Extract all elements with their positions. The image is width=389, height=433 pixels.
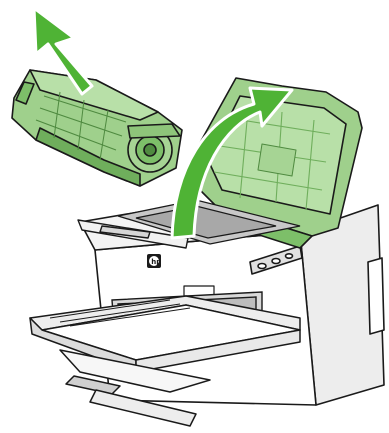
hp-logo-text: hp: [151, 258, 161, 266]
hp-logo-icon: hp: [147, 254, 161, 268]
toner-cartridge: [12, 70, 182, 186]
